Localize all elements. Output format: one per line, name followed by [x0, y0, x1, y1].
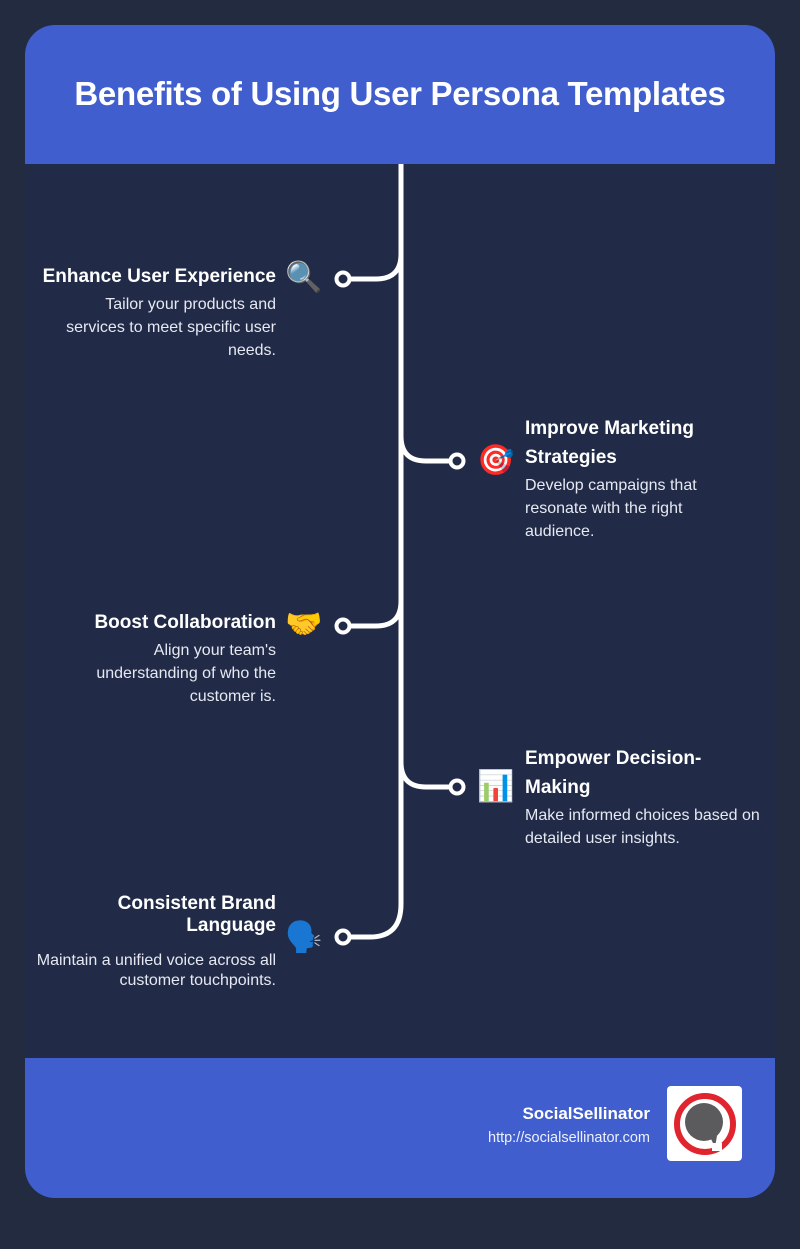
- benefit-item-consistent-brand-language: Consistent Brand Language Maintain a uni…: [25, 893, 276, 991]
- page-title: Benefits of Using User Persona Templates: [74, 74, 726, 112]
- timeline-spine: [334, 164, 466, 946]
- footer-banner: SocialSellinator http://socialsellinator…: [25, 1058, 775, 1198]
- magnifying-glass-icon: 🔍: [285, 260, 323, 295]
- bar-chart-icon: 📊: [477, 769, 515, 804]
- benefit-description: Make informed choices based on detailed …: [525, 807, 760, 847]
- benefit-description: Maintain a unified voice across all cust…: [36, 952, 276, 989]
- brand-block: SocialSellinator http://socialsellinator…: [488, 1102, 650, 1150]
- infographic-card: Benefits of Using User Persona Templates…: [25, 25, 775, 1198]
- benefit-title: Enhance User Experience: [42, 266, 276, 287]
- benefit-title: Improve Marketing Strategies: [525, 418, 694, 468]
- benefit-item-empower-decision-making: Empower Decision-Making Make informed ch…: [525, 744, 760, 850]
- speaking-head-icon: 🗣️: [285, 920, 323, 955]
- benefit-title: Boost Collaboration: [94, 612, 276, 633]
- benefit-title: Consistent Brand Language: [117, 893, 276, 936]
- header-banner: Benefits of Using User Persona Templates: [25, 25, 775, 164]
- benefit-description: Align your team's understanding of who t…: [96, 642, 276, 705]
- brand-name: SocialSellinator: [522, 1104, 650, 1123]
- speech-bubble-logo-icon: [667, 1086, 742, 1161]
- handshake-icon: 🤝: [285, 607, 323, 642]
- timeline-area: Enhance User Experience Tailor your prod…: [25, 164, 775, 1058]
- benefit-item-improve-marketing-strategies: Improve Marketing Strategies Develop cam…: [525, 414, 745, 543]
- benefit-description: Tailor your products and services to mee…: [66, 296, 276, 359]
- benefit-item-boost-collaboration: Boost Collaboration Align your team's un…: [55, 608, 276, 708]
- benefit-title: Empower Decision-Making: [525, 748, 702, 798]
- brand-url-link[interactable]: http://socialsellinator.com: [488, 1130, 650, 1146]
- benefit-item-enhance-user-experience: Enhance User Experience Tailor your prod…: [25, 262, 276, 362]
- benefit-description: Develop campaigns that resonate with the…: [525, 477, 697, 540]
- direct-hit-target-icon: 🎯: [477, 443, 515, 478]
